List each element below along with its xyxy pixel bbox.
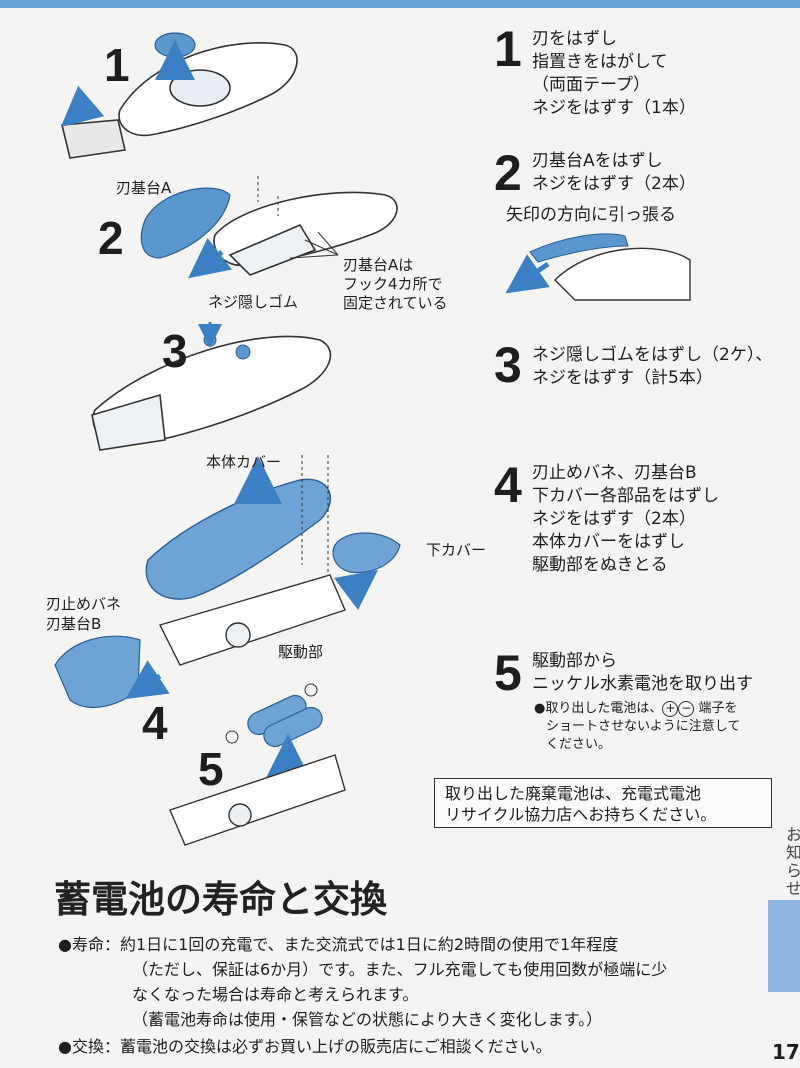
- step-2-subtext: 矢印の方向に引っ張る: [506, 205, 676, 225]
- side-tab-label: お知らせ: [786, 825, 800, 898]
- disassembly-illustration: [54, 32, 691, 846]
- step-number-4: 4: [494, 457, 522, 513]
- step-3-text: ネジ隠しゴムをはずし（2ケ）、 ネジをはずす（計5本）: [532, 345, 773, 388]
- figure-number-1: 1: [104, 39, 130, 91]
- battery-replace-paragraph: ●交換：蓄電池の交換は必ずお買い上げの販売店にご相談ください。: [58, 1037, 552, 1056]
- step-number-2: 2: [494, 145, 522, 201]
- figure-number-3: 3: [162, 325, 188, 377]
- step-number-3: 3: [494, 337, 522, 393]
- page-number: 17: [772, 1040, 800, 1064]
- step-1-text: 刃をはずし 指置きをはがして （両面テープ） ネジをはずす（1本）: [532, 29, 696, 118]
- battery-life-paragraph: ●寿命：約1日に1回の充電で、また交流式では1日に約2時間の使用で1年程度 （た…: [58, 935, 668, 1029]
- step-number-5: 5: [494, 645, 522, 701]
- plus-terminal-icon: +: [662, 700, 679, 717]
- drive-unit-part: [158, 574, 346, 666]
- battery-holder: [169, 754, 346, 846]
- label-body-cover: 本体カバー: [206, 453, 282, 471]
- section-title: 蓄電池の寿命と交換: [54, 878, 387, 921]
- step-5-text: 駆動部から ニッケル水素電池を取り出す: [532, 651, 753, 694]
- note-bullet: ●: [534, 701, 546, 716]
- body-cover-part: [145, 478, 331, 600]
- shaver-step2: [213, 191, 398, 276]
- figure-number-5: 5: [198, 743, 224, 795]
- label-drive-unit: 駆動部: [278, 643, 324, 661]
- label-blade-stop-spring: 刃止めバネ 刃基台B: [46, 595, 122, 633]
- label-screw-cover-rubber: ネジ隠しゴム: [208, 293, 299, 311]
- label-blade-base-a: 刃基台A: [116, 179, 172, 197]
- step-4-text: 刃止めバネ、刃基台B 下カバー各部品をはずし ネジをはずす（2本） 本体カバーを…: [532, 463, 719, 575]
- side-tab: [768, 900, 800, 992]
- shaver-step1: [61, 42, 298, 159]
- label-hook-note: 刃基台Aは フック4カ所で 固定されている: [343, 256, 448, 312]
- step-2-text: 刃基台Aをはずし ネジをはずす（2本）: [532, 151, 696, 194]
- blade-stop-spring-part: [54, 635, 141, 709]
- step-number-1: 1: [494, 21, 522, 77]
- minus-terminal-icon: −: [678, 700, 695, 717]
- top-color-band: [0, 0, 800, 8]
- caution-note: ●取り出した電池は、+− 端子を ショートさせないように注意して ください。: [534, 700, 741, 752]
- figure-number-4: 4: [142, 697, 168, 749]
- batteries: [247, 694, 323, 748]
- label-lower-cover: 下カバー: [426, 541, 487, 559]
- recycle-notice-box: 取り出した廃棄電池は、充電式電池 リサイクル協力店へお持ちください。: [434, 778, 772, 828]
- finger-rest-part: [154, 32, 196, 58]
- lower-cover-part: [332, 532, 401, 574]
- blade-base-a-part: [140, 187, 231, 259]
- shaver-step3: [91, 335, 332, 451]
- screw-cover-rubber-2: [235, 344, 251, 360]
- figure-number-2: 2: [98, 212, 124, 264]
- blade-base-pull-part: [529, 233, 629, 263]
